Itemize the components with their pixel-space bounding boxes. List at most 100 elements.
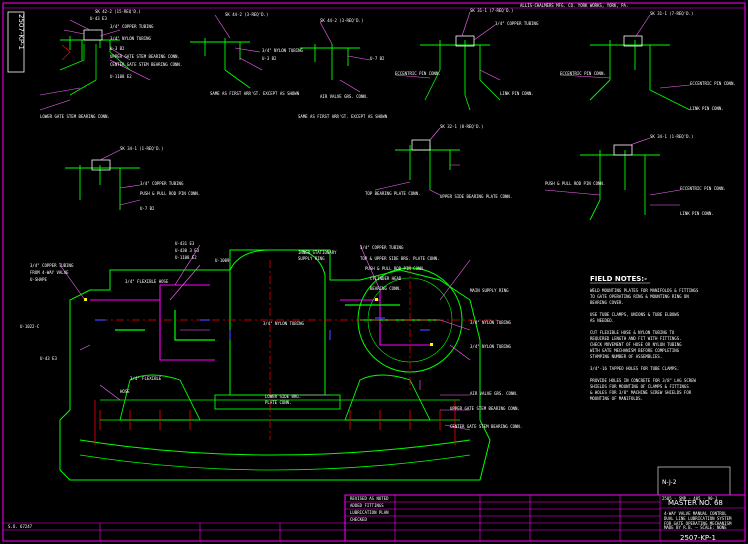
d4-label-2: 3/4" COPPER TUBING [495, 21, 539, 26]
dB-label-1: SK 32-1 (8-REQ'D.) [440, 124, 483, 129]
d1-label-4: 3/4" NYLON TUBING [110, 36, 152, 41]
note-line-10: STAMPING NUMBER OF ASSEMBLIES. [590, 354, 662, 359]
d1-label-9: LOWER GATE STEM BEARING CONN. [40, 114, 110, 119]
title-block: MASTER NO. 68 4-WAY VALVE MANUAL CONTROL… [3, 494, 746, 542]
dA-label-1: SK 34-1 (1-REQ'D.) [120, 146, 163, 151]
d2-label-3: U-3 B2 [262, 56, 277, 61]
reference-block: N-J-2 2505 - SMP - 405 - 90-1 [657, 466, 731, 501]
note-line-9: WITH GATE MECHANISM BEFORE COMPLETING [590, 348, 680, 353]
dB-label-3: UPPER SIDE BEARING PLATE CONN. [440, 194, 512, 199]
main-label-7: U-430 3 E3 [175, 248, 200, 253]
main-label-19: BEARING CONN. [370, 286, 401, 291]
dA-label-3: PUSH & PULL ROD PIN CONN. [140, 191, 200, 196]
main-label-16: TOP & UPPER SIDE BRG. PLATE CONN. [360, 256, 439, 261]
rev-row-1: REVISED AS NOTED [350, 496, 389, 501]
main-label-9: U-1009 [215, 258, 230, 263]
d1-label-8: U-1108 E2 [110, 74, 132, 79]
main-label-6: U-431 E3 [175, 241, 195, 246]
field-notes: FIELD NOTES:- WELD MOUNTING PLATES FOR M… [590, 275, 699, 401]
d2-label-4: SAME AS FIRST ARR'GT. EXCEPT AS SHOWN [210, 91, 300, 96]
main-label-11: LOWER SIDE BRG. [265, 394, 301, 399]
d3-label-3: AIR VALVE GRS. CONN. [320, 94, 368, 99]
note-line-8: CHECK MOVEMENT OF HOSE OR NYLON TUBING [590, 342, 682, 347]
main-label-13: INNER STATIONARY [298, 250, 337, 255]
d5-label-1: SK 31-1 (7-REQ'D.) [650, 11, 693, 16]
company-header: ALLIS-CHALMERS MFG. CO. YORK WORKS, YORK… [520, 3, 628, 8]
rev-row-4: CHECKED [350, 517, 367, 522]
vertical-dwg-number: 2507-KP-1 [17, 14, 25, 50]
main-label-27: HOSE [120, 389, 130, 394]
bottom-left-ref: S.O. 67247 [8, 524, 33, 529]
note-line-12: PROVIDE HOLES IN CONCRETE FOR 3/8" LAG S… [590, 378, 697, 383]
detail-mid-a: SK 34-1 (1-REQ'D.) 3/4" COPPER TUBING PU… [65, 146, 200, 211]
d5-label-2: ECCENTRIC PIN CONN. [560, 71, 606, 76]
detail-top-1: SK 42-2 (15-REQ'D.) U-43 E3 3/4" COPPER … [39, 9, 182, 119]
field-notes-title: FIELD NOTES:- [590, 275, 647, 283]
note-line-1: WELD MOUNTING PLATES FOR MANIFOLDS & FIT… [590, 288, 699, 293]
detail-top-3: SK 44-2 (3-REQ'D.) U-7 B2 AIR VALVE GRS.… [298, 18, 388, 119]
main-label-22: 3/4" NYLON TUBING [470, 344, 512, 349]
main-label-1: 3/4" COPPER TUBING [30, 263, 74, 268]
title-line-2: DUAL LINE LUBRICATION SYSTEM [664, 516, 732, 521]
d4-label-3: ECCENTRIC PIN CONN. [395, 71, 441, 76]
main-label-24: UPPER GATE STEM BEARING CONN. [450, 406, 520, 411]
detail-top-4: SK 31-1 (7-REQ'D.) 3/4" COPPER TUBING EC… [394, 8, 539, 111]
d3-label-2: U-7 B2 [370, 56, 385, 61]
main-label-25: CENTER GATE STEM BEARING CONN. [450, 424, 522, 429]
main-label-10: 3/4" NYLON TUBING [263, 321, 305, 326]
d1-label-2: U-43 E3 [90, 16, 107, 21]
note-line-15: MOUNTING OF MANIFOLDS. [590, 396, 643, 401]
ref-number: 2505 - SMP - 405 - 90-1 [662, 496, 718, 501]
dC-label-1: SK 34-1 (1-REQ'D.) [650, 134, 693, 139]
d5-label-3: ECCENTRIC PIN CONN. [690, 81, 736, 86]
rev-row-2: ADDED FITTINGS [350, 503, 384, 508]
main-label-15: 3/4" COPPER TUBING [360, 245, 404, 250]
d1-label-1: SK 42-2 (15-REQ'D.) [95, 9, 141, 14]
same-as-first: SAME AS FIRST ARR'GT. EXCEPT AS SHOWN [298, 114, 388, 119]
main-label-8: U-1108 E2 [175, 255, 197, 260]
d3-label-1: SK 44-2 (3-REQ'D.) [320, 18, 363, 23]
d1-label-3: 3/4" COPPER TUBING [110, 24, 154, 29]
ref-sheet: N-J-2 [662, 479, 677, 486]
main-label-18: CYLINDER HEAD [370, 276, 402, 281]
dC-label-3: ECCENTRIC PIN CONN. [680, 186, 726, 191]
main-label-4: U-1022-C [20, 324, 40, 329]
main-label-28: U-43 E3 [40, 356, 57, 361]
dB-label-2: TOP BEARING PLATE CONN. [365, 191, 420, 196]
detail-mid-c: SK 34-1 (1-REQ'D.) PUSH & PULL ROD PIN C… [544, 134, 726, 221]
main-label-21: 3/4" NYLON TUBING [470, 320, 512, 325]
d2-label-1: SK 44-2 (3-REQ'D.) [225, 12, 268, 17]
rev-row-3: LUBRICATION PLAN [350, 510, 389, 515]
main-label-2: FROM 4-WAY VALVE [30, 270, 69, 275]
d5-label-4: LINK PIN CONN. [690, 106, 724, 111]
note-line-4: USE TUBE CLAMPS, UNIONS & TUBE ELBOWS [590, 312, 680, 317]
main-label-5: 3/4" FLEXIBLE HOSE [125, 279, 169, 284]
main-label-26: 3/4" FLEXIBLE [130, 376, 162, 381]
master-no: MASTER NO. 68 [668, 499, 723, 507]
d1-label-6: UPPER GATE STEM BEARING CONN. [110, 54, 180, 59]
note-line-13: SHIELDS FOR MOUNTING OF CLAMPS & FITTING… [590, 384, 689, 389]
detail-top-2: SK 44-2 (3-REQ'D.) 3/4" NYLON TUBING U-3… [190, 12, 304, 96]
main-label-20: MAIN SUPPLY RING [470, 288, 509, 293]
main-assembly: 3/4" COPPER TUBING FROM 4-WAY VALVE U-SH… [20, 241, 522, 481]
scale-text: MADE BY R.B. — SCALE: NONE [664, 525, 727, 530]
main-label-12: PLATE CONN. [265, 400, 292, 405]
detail-mid-b: SK 32-1 (8-REQ'D.) TOP BEARING PLATE CON… [365, 124, 512, 199]
title-line-1: 4-WAY VALVE MANUAL CONTROL [664, 511, 727, 516]
d1-label-5: U-3 B2 [110, 46, 125, 51]
d4-label-1: SK 31-1 (7-REQ'D.) [470, 8, 513, 13]
vertical-dwg-box [7, 11, 25, 73]
drawing-number: 2507-KP-1 [680, 534, 716, 542]
dA-label-4: U-7 B2 [140, 206, 155, 211]
main-label-23: AIR VALVE GRS. CONN. [470, 391, 518, 396]
note-line-2: TO GATE OPERATING RING & MOUNTING RING O… [590, 294, 689, 299]
dC-label-2: PUSH & PULL ROD PIN CONN. [545, 181, 605, 186]
note-line-7: REQUIRED LENGTH AND FIT WITH FITTINGS. [590, 336, 682, 341]
main-label-3: U-SHAPE [30, 277, 47, 282]
note-line-5: AS NEEDED. [590, 318, 614, 323]
note-line-3: BEARING COVER. [590, 300, 624, 305]
note-line-14: & HOLES FOR 3/8" MACHINE SCREW SHIELDS F… [590, 390, 692, 395]
d2-label-2: 3/4" NYLON TUBING [262, 48, 304, 53]
